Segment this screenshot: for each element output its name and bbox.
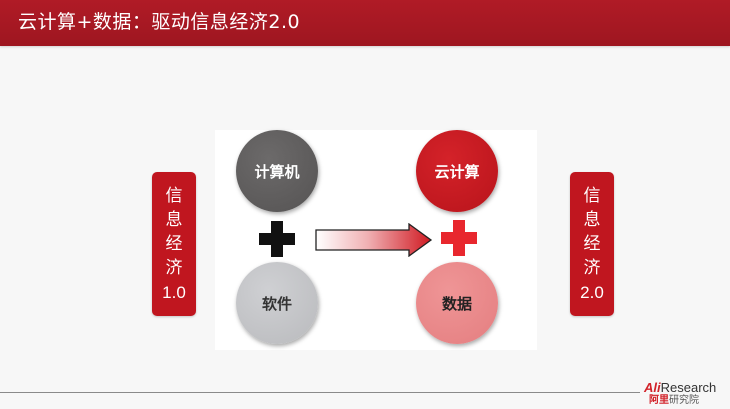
header-bar: 云计算+数据：驱动信息经济2.0 [0,0,730,46]
footer-divider [0,392,640,393]
logo-wordmark: AliResearch [644,381,716,395]
label-version: 1.0 [162,282,186,302]
label-version: 2.0 [580,282,604,302]
logo-sub-red: 阿里 [649,395,669,406]
label-char: 经 [583,233,601,254]
label-char: 信 [583,185,601,206]
logo-ali: Ali [644,380,661,395]
computer-circle: 计算机 [236,130,318,212]
label-char: 息 [583,209,601,230]
label-char: 济 [583,257,601,278]
info-economy-1-label: 信 息 经 济 1.0 [152,172,196,316]
logo-sub-dark: 研究院 [669,395,699,406]
data-label: 数据 [441,294,472,313]
data-circle: 数据 [416,262,498,344]
logo-research: Research [660,380,717,395]
software-label: 软件 [261,294,292,313]
software-circle: 软件 [236,262,318,344]
cloud-computing-circle: 云计算 [416,130,498,212]
label-char: 济 [165,257,183,278]
plus-icon [259,221,295,257]
label-char: 息 [165,209,183,230]
cloud-computing-label: 云计算 [434,162,480,181]
aliresearch-logo: AliResearch 阿里研究院 [644,381,726,407]
label-char: 信 [165,185,183,206]
plus-icon [441,220,477,256]
logo-subtitle: 阿里研究院 [649,395,699,407]
computer-label: 计算机 [254,162,300,181]
label-char: 经 [165,233,183,254]
page-title: 云计算+数据：驱动信息经济2.0 [18,11,301,33]
info-economy-2-label: 信 息 经 济 2.0 [570,172,614,316]
right-arrow-icon [315,223,433,257]
